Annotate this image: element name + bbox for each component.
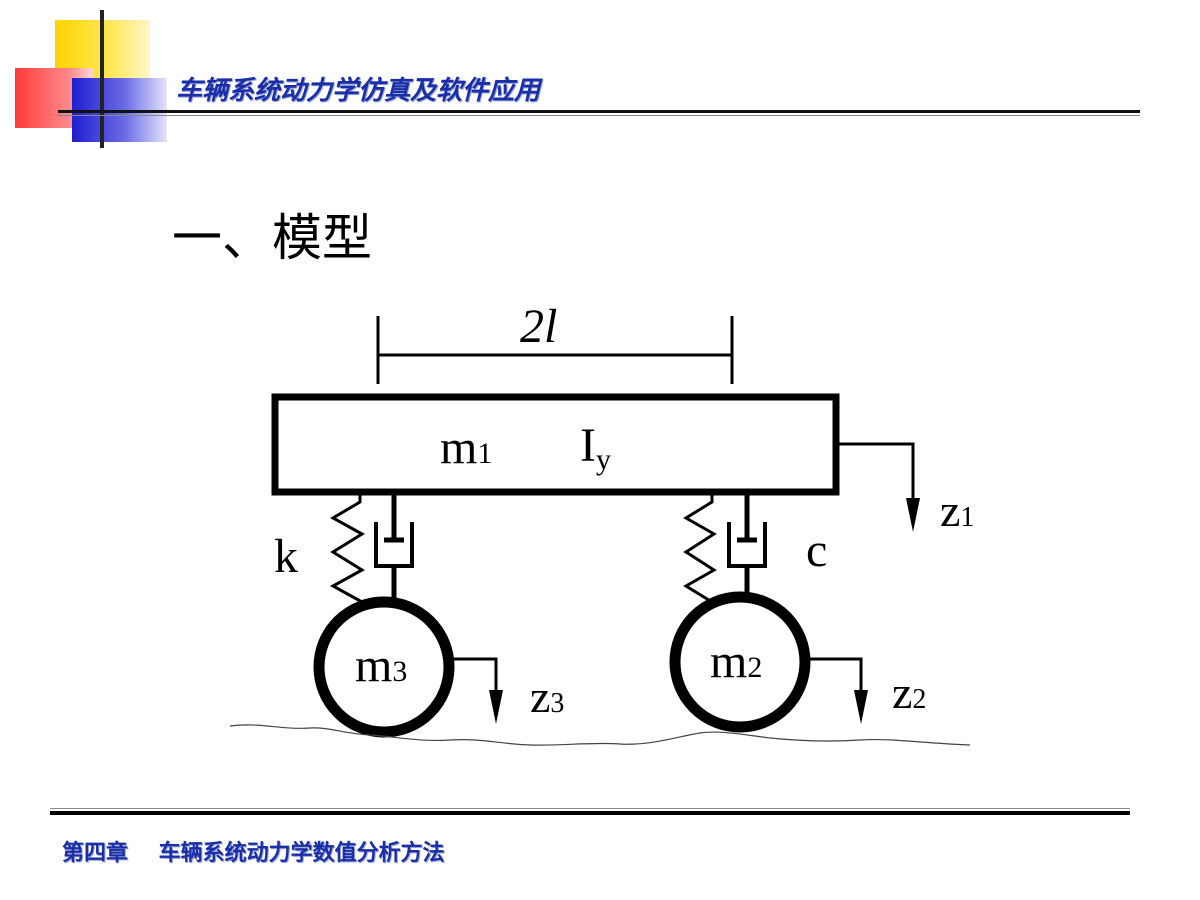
road-surface — [229, 724, 971, 746]
body-inertia-label: Iy — [580, 419, 611, 476]
spring-label: k — [274, 530, 298, 583]
front-spring — [683, 495, 717, 604]
rear-spring — [329, 495, 365, 604]
header-vertical-rule — [100, 10, 104, 148]
rear-wheel-mass-label: m3 — [355, 639, 407, 692]
footer-rule — [50, 811, 1130, 815]
front-damper — [727, 495, 767, 600]
rear-damper — [374, 495, 414, 604]
front-wheel — [669, 591, 811, 733]
damper-label: c — [806, 524, 827, 577]
course-title: 车辆系统动力学仿真及软件应用 — [176, 76, 541, 106]
body-mass-label: m1 — [440, 421, 492, 474]
front-wheel-displacement-arrow — [806, 657, 868, 724]
body-displacement-label: z1 — [940, 485, 974, 536]
rear-wheel — [313, 596, 455, 738]
wheelbase-label: 2l — [520, 300, 557, 353]
footer-rule-thin — [50, 808, 1130, 809]
rear-wheel-displacement-label: z3 — [530, 671, 564, 722]
front-wheel-mass-label: m2 — [710, 635, 762, 688]
header-rule — [58, 110, 1140, 113]
rear-wheel-displacement-arrow — [449, 657, 503, 724]
chapter-footer: 第四章 车辆系统动力学数值分析方法 — [62, 841, 445, 866]
header-rule-thin — [58, 115, 1140, 116]
front-wheel-displacement-label: z2 — [892, 667, 926, 718]
section-title: 一、模型 — [172, 209, 372, 267]
wheelbase-dimension — [376, 316, 734, 384]
body-displacement-arrow — [839, 442, 920, 532]
car-body — [271, 393, 840, 496]
